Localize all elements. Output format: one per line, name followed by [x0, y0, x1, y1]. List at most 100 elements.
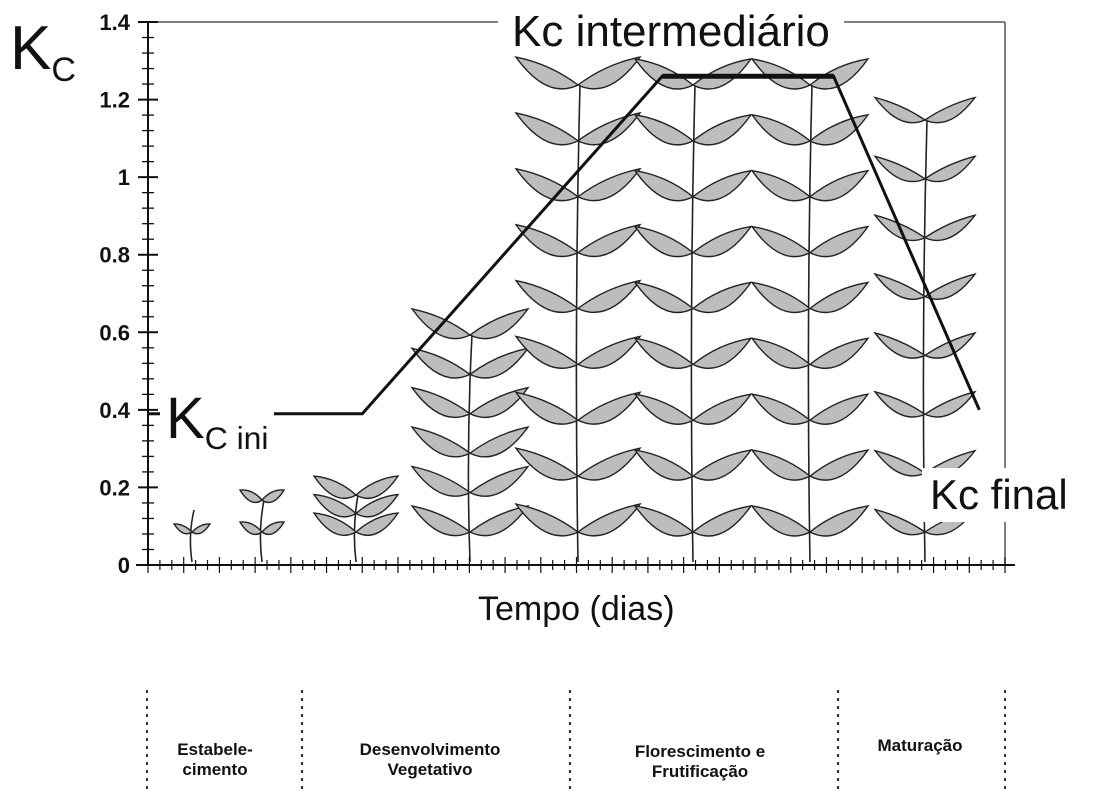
plant-stem: [467, 334, 473, 563]
stage-label-maturation: Maturação: [877, 736, 963, 755]
plant-leaf: [260, 521, 286, 536]
plant-leaf: [750, 281, 812, 314]
plant-leaf: [808, 113, 870, 146]
x-axis: [136, 557, 1015, 573]
plant-leaf: [750, 504, 812, 537]
plant-leaf: [410, 386, 472, 419]
plant-leaf: [691, 169, 753, 202]
plant-leaf: [808, 169, 870, 202]
kc-mid-annotation: Kc intermediário: [498, 10, 844, 54]
plant-leaf: [576, 279, 642, 314]
plant-leaf: [633, 225, 695, 258]
y-tick-label: 1.2: [99, 88, 130, 113]
plant-leaf: [514, 503, 580, 537]
mature-plant-3: [750, 57, 870, 563]
plant-illustration: [172, 56, 977, 563]
plant-leaf: [873, 508, 927, 536]
plant-leaf: [190, 523, 212, 535]
plant-leaf: [808, 393, 870, 425]
plant-leaf: [312, 475, 358, 500]
stage-label-establishment: Estabele- cimento: [177, 740, 253, 779]
plant-stem: [690, 84, 696, 563]
plant-leaf: [873, 449, 927, 477]
y-tick-label: 0.6: [99, 320, 130, 345]
plant-leaf: [750, 169, 812, 202]
plant-leaf: [691, 393, 753, 425]
plant-leaf: [808, 225, 870, 258]
x-axis-title: Tempo (dias): [478, 590, 675, 628]
kc-curve-series: [147, 73, 981, 416]
plant-leaf: [576, 391, 642, 425]
plant-stem: [353, 494, 359, 563]
plant-leaf: [633, 281, 695, 314]
plant-leaf: [514, 223, 580, 258]
plant-leaf: [873, 331, 927, 359]
young-plant-1: [312, 475, 400, 563]
plant-leaf: [808, 281, 870, 314]
stage-dividers: [146, 690, 1006, 790]
plant-leaf: [750, 113, 812, 146]
plant-stem: [575, 84, 581, 563]
plant-leaf: [238, 489, 264, 504]
plant-stem: [807, 84, 813, 563]
plant-leaf: [468, 465, 530, 497]
plant-leaf: [514, 391, 580, 425]
plant-leaf: [576, 111, 642, 146]
plant-leaf: [873, 96, 927, 124]
plant-leaf: [576, 167, 642, 202]
plant-leaf: [260, 489, 286, 504]
plant-leaf: [750, 449, 812, 481]
plant-leaf: [633, 504, 695, 537]
mature-plant-2: [633, 57, 753, 563]
stage-label-flowering: Florescimento e Frutificação: [634, 742, 766, 781]
seedling-1: [172, 509, 212, 563]
plant-leaf: [873, 272, 927, 300]
plant-leaf: [576, 223, 642, 258]
plant-leaf: [873, 390, 927, 418]
mature-plant-1: [514, 56, 642, 563]
kc-ini-annotation: KC ini: [160, 390, 275, 456]
plant-leaf: [354, 512, 400, 537]
plant-leaf: [514, 279, 580, 314]
plant-leaf: [923, 96, 977, 124]
plant-leaf: [923, 155, 977, 183]
plant-leaf: [514, 447, 580, 481]
plant-leaf: [750, 337, 812, 369]
plant-leaf: [576, 503, 642, 537]
plant-leaf: [808, 337, 870, 369]
plant-leaf: [923, 390, 977, 418]
plant-leaf: [633, 449, 695, 481]
y-tick-label: 0.4: [99, 398, 130, 423]
plant-leaf: [468, 307, 530, 340]
plant-stem: [189, 509, 195, 563]
kc-final-annotation: Kc final: [922, 468, 1076, 522]
plant-leaf: [691, 281, 753, 314]
plant-leaf: [238, 521, 264, 536]
plant-leaf: [576, 335, 642, 369]
young-plant-2: [410, 307, 530, 563]
plant-leaf: [750, 225, 812, 258]
plant-leaf: [691, 504, 753, 537]
plant-leaf: [808, 449, 870, 481]
plant-leaf: [354, 493, 400, 518]
plant-leaf: [514, 335, 580, 369]
plant-leaf: [923, 214, 977, 242]
y-axis-title: KC: [10, 14, 76, 89]
plant-leaf: [514, 56, 580, 90]
plant-leaf: [410, 426, 472, 458]
plant-leaf: [750, 393, 812, 425]
plant-leaf: [468, 504, 530, 537]
plant-leaf: [633, 337, 695, 369]
plant-leaf: [468, 426, 530, 458]
plant-leaf: [691, 337, 753, 369]
y-tick-label: 0.2: [99, 475, 130, 500]
plant-leaf: [468, 386, 530, 419]
plant-leaf: [691, 225, 753, 258]
plant-leaf: [468, 347, 530, 379]
y-tick-label: 1: [118, 165, 130, 190]
plant-leaf: [312, 493, 358, 518]
plant-leaf: [808, 504, 870, 537]
seedling-2: [238, 489, 286, 563]
plant-leaf: [172, 523, 194, 535]
